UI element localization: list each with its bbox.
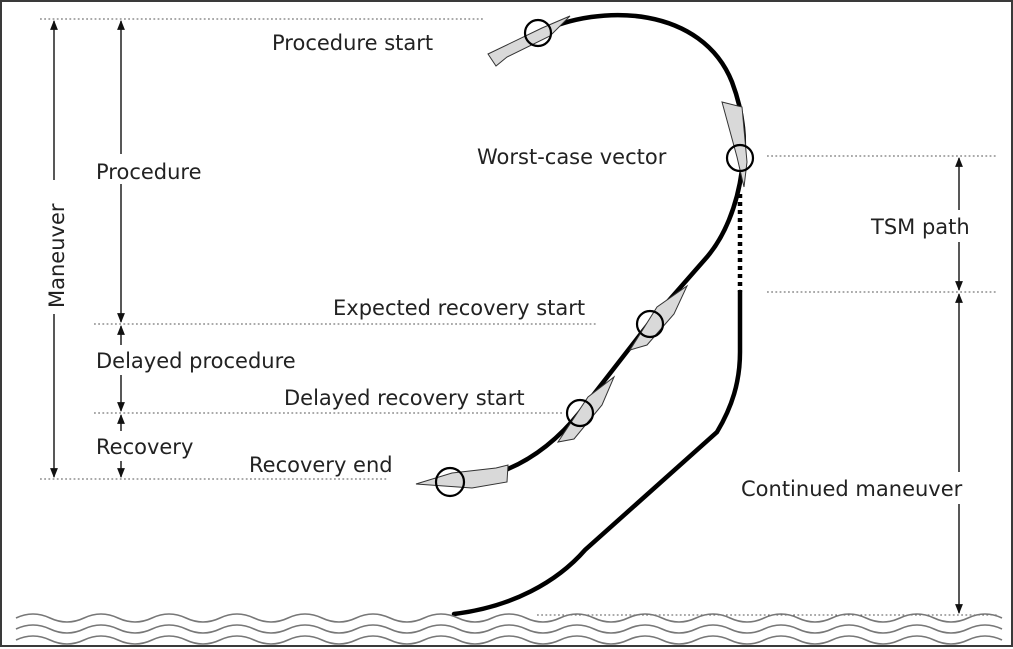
continued-maneuver-path (451, 289, 743, 617)
procedure-label-bg (93, 154, 221, 184)
label-expected-recovery-start: Expected recovery start (333, 296, 585, 320)
marker-worst-case (725, 143, 755, 173)
label-tsm-path: TSM path (870, 215, 970, 239)
aircraft-delayed-recovery (556, 375, 616, 443)
recovery-label-bg (93, 431, 213, 461)
label-continued-maneuver: Continued maneuver (741, 477, 963, 501)
delayed-procedure-label-bg (93, 345, 329, 375)
label-procedure: Procedure (96, 160, 202, 184)
label-maneuver: Maneuver (45, 203, 69, 308)
label-delayed-procedure: Delayed procedure (96, 349, 296, 373)
marker-delayed-recovery (565, 398, 595, 428)
aircraft-worst-case (721, 101, 748, 188)
label-worst-case-vector: Worst-case vector (477, 145, 667, 169)
tsm-path-label-bg (868, 210, 998, 242)
marker-recovery-end (434, 466, 466, 498)
marker-procedure-start (523, 18, 553, 48)
label-delayed-recovery-start: Delayed recovery start (284, 386, 525, 410)
maneuver-path (447, 12, 747, 485)
marker-expected-recovery (635, 309, 665, 339)
ground-surface (15, 613, 1003, 645)
label-recovery: Recovery (96, 435, 193, 459)
label-procedure-start: Procedure start (272, 31, 433, 55)
continued-maneuver-label-bg (738, 472, 996, 504)
label-recovery-end: Recovery end (249, 453, 393, 477)
aircraft-expected-recovery (628, 284, 689, 351)
maneuver-label-bg (38, 180, 72, 314)
